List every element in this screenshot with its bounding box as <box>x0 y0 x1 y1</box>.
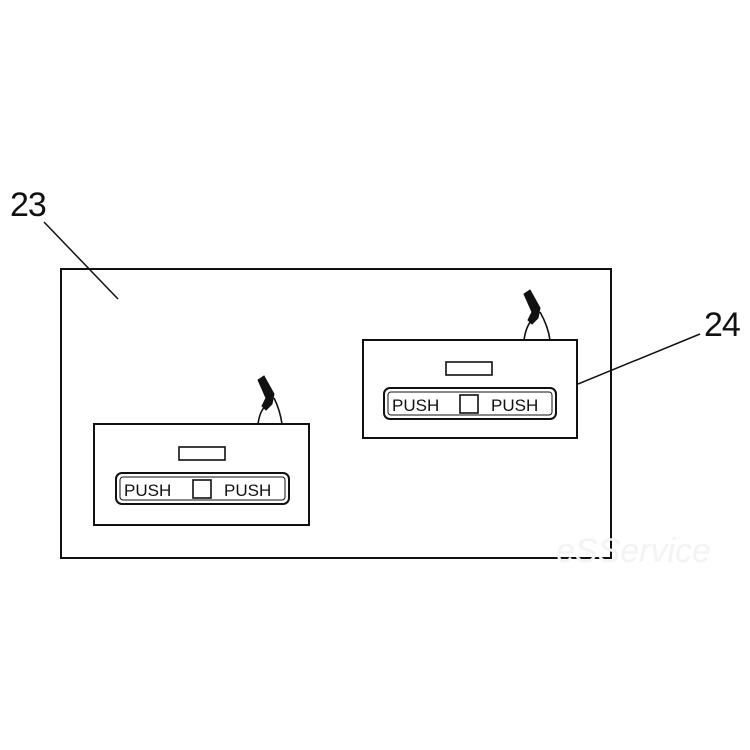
watermark: eSService <box>556 532 711 570</box>
socket-a-plug-icon <box>257 375 283 425</box>
leader-line-24 <box>577 333 701 385</box>
socket-a-push-left: PUSH <box>124 481 171 500</box>
socket-a-center-square <box>192 479 212 499</box>
socket-b-plug-icon <box>523 289 551 341</box>
socket-b-push-left: PUSH <box>392 396 439 415</box>
callout-number-24: 24 <box>704 306 741 344</box>
socket-b-center-square <box>459 394 479 414</box>
socket-a-button-frame <box>119 476 286 501</box>
socket-b-push-right: PUSH <box>491 396 538 415</box>
socket-a: PUSH PUSH <box>93 375 310 526</box>
leader-line-23 <box>43 221 119 300</box>
socket-b-button-frame <box>387 391 553 416</box>
socket-b-indicator-slot <box>445 361 493 376</box>
callout-number-23: 23 <box>10 186 47 224</box>
socket-a-push-right: PUSH <box>224 481 271 500</box>
socket-b: PUSH PUSH <box>362 289 578 439</box>
socket-a-indicator-slot <box>178 446 226 461</box>
wall-panel <box>60 268 612 559</box>
